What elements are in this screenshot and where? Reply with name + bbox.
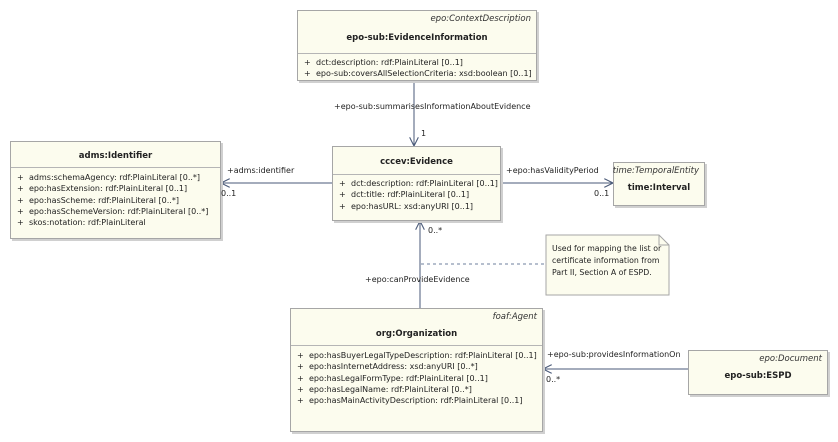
attribute-text: epo:hasURL: xsd:anyURI [0..1] xyxy=(351,201,474,211)
attribute-row: + adms:schemaAgency: rdf:PlainLiteral [0.… xyxy=(17,172,217,183)
visibility-marker: + xyxy=(297,396,304,406)
association-role-provides-info: +epo-sub:providesInformationOn xyxy=(547,350,681,359)
attribute-row: + dct:title: rdf:PlainLiteral [0..1] xyxy=(339,189,497,200)
attribute-row: + epo:hasLegalFormType: rdf:PlainLiteral … xyxy=(297,373,539,384)
visibility-marker: + xyxy=(17,218,24,228)
attribute-text: epo:hasLegalName: rdf:PlainLiteral [0..*… xyxy=(309,384,472,394)
attribute-text: epo:hasExtension: rdf:PlainLiteral [0..1… xyxy=(29,184,188,194)
visibility-marker: + xyxy=(339,190,346,200)
class-identifier[interactable]: adms:Identifier + adms:schemaAgency: rdf:… xyxy=(10,141,221,239)
association-role-summarises: +epo-sub:summarisesInformationAboutEvide… xyxy=(334,102,531,111)
attribute-row: + dct:description: rdf:PlainLiteral [0..1… xyxy=(304,57,533,68)
attribute-row: + dct:description: rdf:PlainLiteral [0..1… xyxy=(339,178,498,189)
visibility-marker: + xyxy=(304,58,311,67)
association-multiplicity-summarises: 1 xyxy=(421,129,427,138)
stereotype-label: epo:Document xyxy=(759,354,822,364)
class-organization[interactable]: foaf:Agent org:Organization + epo:hasBuye… xyxy=(290,308,543,432)
compartment-divider xyxy=(298,53,536,54)
attribute-row: + epo:hasInternetAddress: xsd:anyURI [0..… xyxy=(297,361,539,372)
attribute-row: + epo-sub:coversAllSelectionCriteria: xsd… xyxy=(304,68,533,79)
visibility-marker: + xyxy=(304,69,311,79)
attribute-text: epo:hasLegalFormType: rdf:PlainLiteral [… xyxy=(309,373,488,383)
visibility-marker: + xyxy=(297,373,304,383)
attribute-text: skos:notation: rdf:PlainLiteral xyxy=(29,218,146,228)
attribute-list: + epo:hasBuyerLegalTypeDescription: rdf:P… xyxy=(297,350,539,406)
stereotype-label: epo:ContextDescription xyxy=(430,14,531,24)
attribute-list: + dct:description: rdf:PlainLiteral [0..1… xyxy=(339,178,498,212)
note-shape xyxy=(545,234,670,296)
association-multiplicity-identifier: 0..1 xyxy=(221,189,237,198)
association-multiplicity-provides-info: 0..* xyxy=(546,375,561,384)
attribute-text: epo:hasScheme: rdf:PlainLiteral [0..*] xyxy=(29,195,179,205)
attribute-text: dct:description: rdf:PlainLiteral [0..1] xyxy=(316,58,463,67)
class-name: epo-sub:EvidenceInformation xyxy=(346,33,488,43)
attribute-list: + dct:description: rdf:PlainLiteral [0..1… xyxy=(304,57,533,80)
class-temporal-entity[interactable]: time:TemporalEntity time:Interval xyxy=(613,162,705,206)
visibility-marker: + xyxy=(297,384,304,394)
attribute-row: + epo:hasSchemeVersion: rdf:PlainLiteral … xyxy=(17,206,217,217)
attribute-text: dct:description: rdf:PlainLiteral [0..1] xyxy=(351,179,498,188)
attribute-text: epo:hasInternetAddress: xsd:anyURI [0..*… xyxy=(309,362,478,372)
visibility-marker: + xyxy=(17,173,24,182)
stereotype-label: foaf:Agent xyxy=(492,312,537,322)
association-role-validity: +epo:hasValidityPeriod xyxy=(506,166,599,175)
visibility-marker: + xyxy=(339,179,346,188)
association-multiplicity-validity: 0..1 xyxy=(594,189,610,198)
attribute-text: epo:hasBuyerLegalTypeDescription: rdf:Pl… xyxy=(309,351,537,360)
class-name: time:Interval xyxy=(627,183,691,193)
class-name: adms:Identifier xyxy=(78,151,153,161)
attribute-text: dct:title: rdf:PlainLiteral [0..1] xyxy=(351,190,470,200)
attribute-row: + skos:notation: rdf:PlainLiteral xyxy=(17,217,217,228)
attribute-row: + epo:hasExtension: rdf:PlainLiteral [0..… xyxy=(17,183,217,194)
class-evidence[interactable]: cccev:Evidence + dct:description: rdf:Pla… xyxy=(332,146,501,221)
association-multiplicity-can-provide: 0..* xyxy=(428,226,443,235)
note-text: Used for mapping the list or certificate… xyxy=(552,244,662,277)
compartment-divider xyxy=(333,174,500,175)
class-espd[interactable]: epo:Document epo-sub:ESPD xyxy=(688,350,828,395)
visibility-marker: + xyxy=(17,206,24,216)
attribute-text: epo:hasMainActivityDescription: rdf:Plai… xyxy=(309,396,523,406)
class-name: cccev:Evidence xyxy=(380,157,453,167)
visibility-marker: + xyxy=(297,362,304,372)
attribute-row: + epo:hasLegalName: rdf:PlainLiteral [0..… xyxy=(297,384,539,395)
class-name: epo-sub:ESPD xyxy=(724,371,792,381)
association-role-identifier: +adms:identifier xyxy=(227,166,295,175)
attribute-text: epo-sub:coversAllSelectionCriteria: xsd:… xyxy=(316,69,532,79)
attribute-text: epo:hasSchemeVersion: rdf:PlainLiteral [… xyxy=(29,206,209,216)
attribute-list: + adms:schemaAgency: rdf:PlainLiteral [0.… xyxy=(17,172,217,228)
attribute-row: + epo:hasURL: xsd:anyURI [0..1] xyxy=(339,201,497,212)
visibility-marker: + xyxy=(17,184,24,194)
visibility-marker: + xyxy=(17,195,24,205)
note-fold xyxy=(658,235,669,246)
attribute-row: + epo:hasMainActivityDescription: rdf:Pla… xyxy=(297,395,539,406)
stereotype-label: time:TemporalEntity xyxy=(612,166,699,176)
note[interactable]: Used for mapping the list or certificate… xyxy=(546,235,669,295)
compartment-divider xyxy=(291,345,542,346)
association-role-can-provide: +epo:canProvideEvidence xyxy=(365,275,470,284)
attribute-row: + epo:hasBuyerLegalTypeDescription: rdf:P… xyxy=(297,350,539,361)
attribute-text: adms:schemaAgency: rdf:PlainLiteral [0..… xyxy=(29,173,201,182)
visibility-marker: + xyxy=(297,351,304,360)
class-evidence-information[interactable]: epo:ContextDescription epo-sub:EvidenceI… xyxy=(297,10,537,81)
compartment-divider xyxy=(11,167,220,168)
attribute-row: + epo:hasScheme: rdf:PlainLiteral [0..*] xyxy=(17,195,217,206)
visibility-marker: + xyxy=(339,201,346,211)
class-name: org:Organization xyxy=(375,329,458,339)
